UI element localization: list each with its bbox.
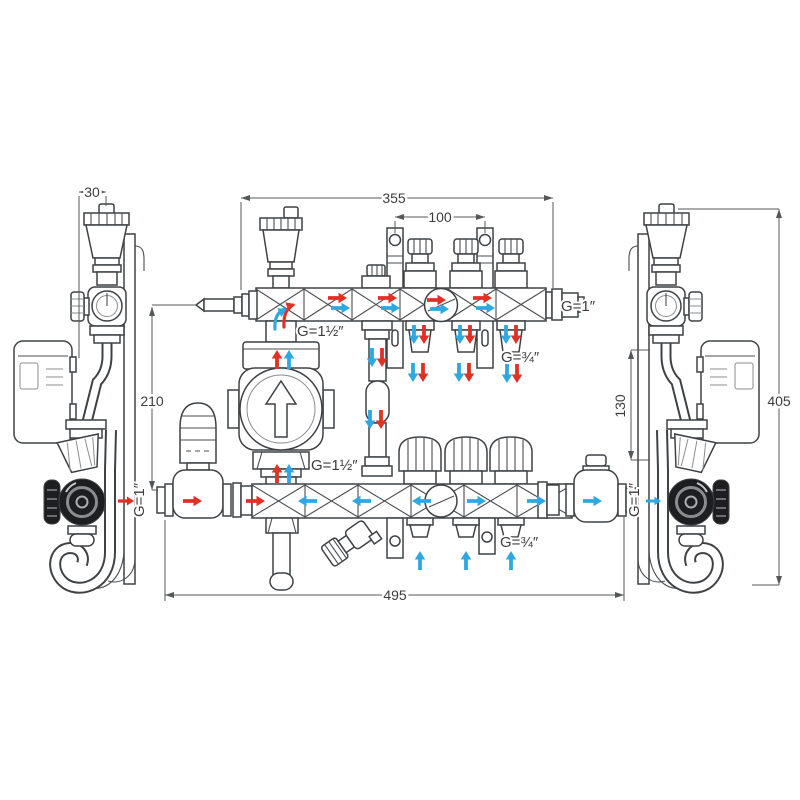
inlet-valve bbox=[156, 402, 253, 519]
dimension-annotations: 30 355 100 210 130 405 bbox=[78, 182, 793, 606]
dim-130-label: 130 bbox=[612, 394, 628, 418]
supply-manifold bbox=[194, 287, 585, 323]
port-label-pump-bottom: G=1½″ bbox=[311, 457, 358, 474]
cold-flow-curves bbox=[273, 307, 286, 331]
sensor-probe-tip bbox=[194, 297, 205, 313]
hot-flow-curves bbox=[282, 303, 295, 329]
pump-flow-arrow bbox=[264, 379, 298, 438]
fill-drain-valve bbox=[320, 520, 383, 567]
bottom-bracket-right bbox=[478, 517, 496, 555]
dim-30-label: 30 bbox=[84, 184, 100, 200]
port-label-loops-return: G=¾″ bbox=[500, 534, 539, 551]
front-view bbox=[156, 206, 637, 591]
drain-tube bbox=[265, 517, 299, 591]
port-labels: G=1½″ G=1½″ G=1″ G=¾″ G=¾″ G=1″ G=1″ bbox=[129, 296, 645, 553]
port-label-inlet: G=1″ bbox=[131, 482, 148, 517]
return-valve-knobs bbox=[398, 436, 533, 485]
port-label-manifold-end: G=1″ bbox=[561, 298, 596, 315]
manifold-air-vent bbox=[259, 206, 303, 289]
port-label-pump-top: G=1½″ bbox=[297, 323, 344, 340]
port-label-outlet: G=1″ bbox=[626, 482, 643, 517]
supply-valve-caps bbox=[403, 238, 528, 289]
dim-210-label: 210 bbox=[140, 393, 164, 409]
outlet-valve bbox=[537, 454, 637, 523]
dim-495-label: 495 bbox=[383, 587, 407, 603]
dim-355-label: 355 bbox=[382, 190, 406, 206]
pump-assembly bbox=[227, 320, 335, 487]
manifold-plug bbox=[361, 264, 391, 289]
return-inlets bbox=[406, 517, 525, 538]
dim-100-label: 100 bbox=[428, 209, 452, 225]
dim-405-label: 405 bbox=[767, 393, 791, 409]
bottom-bracket-left bbox=[386, 517, 404, 559]
right-side-view bbox=[629, 204, 759, 588]
port-label-loops-supply: G=¾″ bbox=[501, 349, 540, 366]
